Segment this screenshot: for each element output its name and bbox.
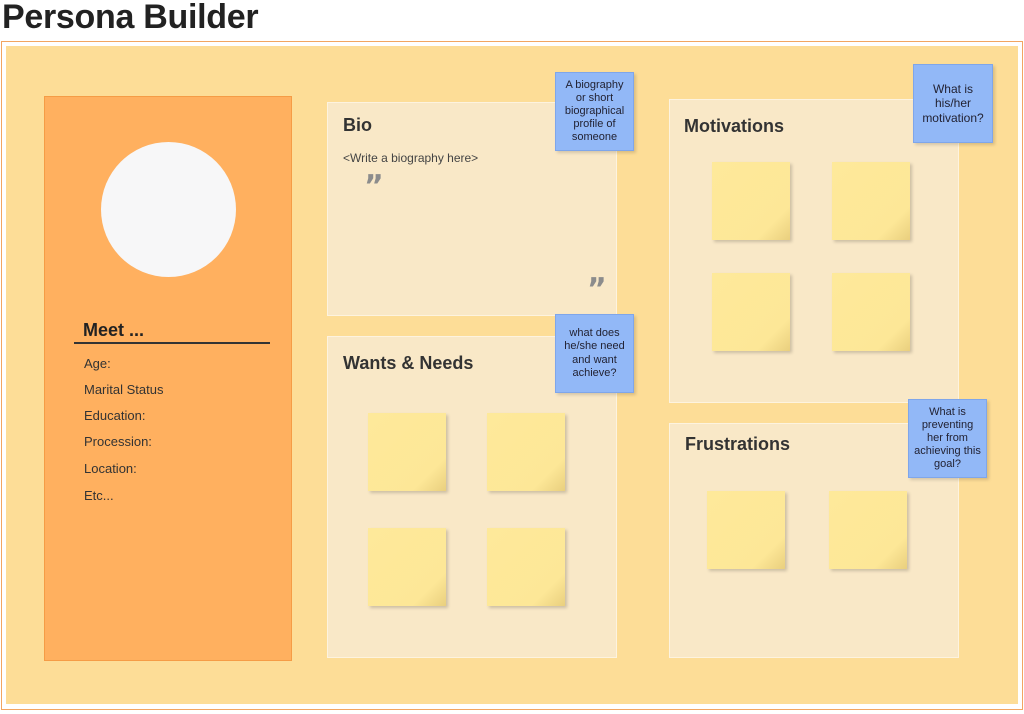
sticky-note[interactable] [368, 528, 446, 606]
meet-underline [74, 342, 270, 344]
sticky-note[interactable] [487, 528, 565, 606]
sticky-note[interactable] [712, 273, 790, 351]
field-procession[interactable]: Procession: [84, 434, 152, 449]
page-title: Persona Builder [2, 0, 259, 36]
board-frame [1, 41, 1023, 710]
motivations-card [669, 99, 959, 403]
sticky-note[interactable] [707, 491, 785, 569]
field-age[interactable]: Age: [84, 356, 111, 371]
motivations-note[interactable]: What is his/her motivation? [913, 64, 993, 143]
sticky-note[interactable] [487, 413, 565, 491]
bio-title: Bio [343, 115, 372, 135]
field-education[interactable]: Education: [84, 408, 146, 423]
field-location[interactable]: Location: [84, 461, 137, 476]
frustrations-note[interactable]: What is preventing her from achieving th… [908, 399, 987, 478]
sticky-note[interactable] [829, 491, 907, 569]
sticky-note[interactable] [832, 273, 910, 351]
field-marital-status[interactable]: Marital Status [84, 382, 164, 397]
sticky-note[interactable] [832, 162, 910, 240]
sticky-note[interactable] [368, 413, 446, 491]
frustrations-title: Frustrations [685, 434, 791, 454]
avatar-placeholder[interactable] [101, 142, 236, 277]
wants-needs-title: Wants & Needs [343, 353, 474, 373]
sticky-note[interactable] [712, 162, 790, 240]
meet-heading[interactable]: Meet ... [83, 320, 145, 340]
field-etc[interactable]: Etc... [84, 488, 114, 503]
bio-note[interactable]: A biography or short biographical profil… [555, 72, 634, 151]
motivations-title: Motivations [684, 116, 785, 136]
wants-needs-note[interactable]: what does he/she need and want achieve? [555, 314, 634, 393]
bio-text[interactable]: <Write a biography here> [343, 151, 479, 165]
open-quote-mark: ” [364, 169, 384, 204]
close-quote-mark: ” [587, 272, 607, 307]
